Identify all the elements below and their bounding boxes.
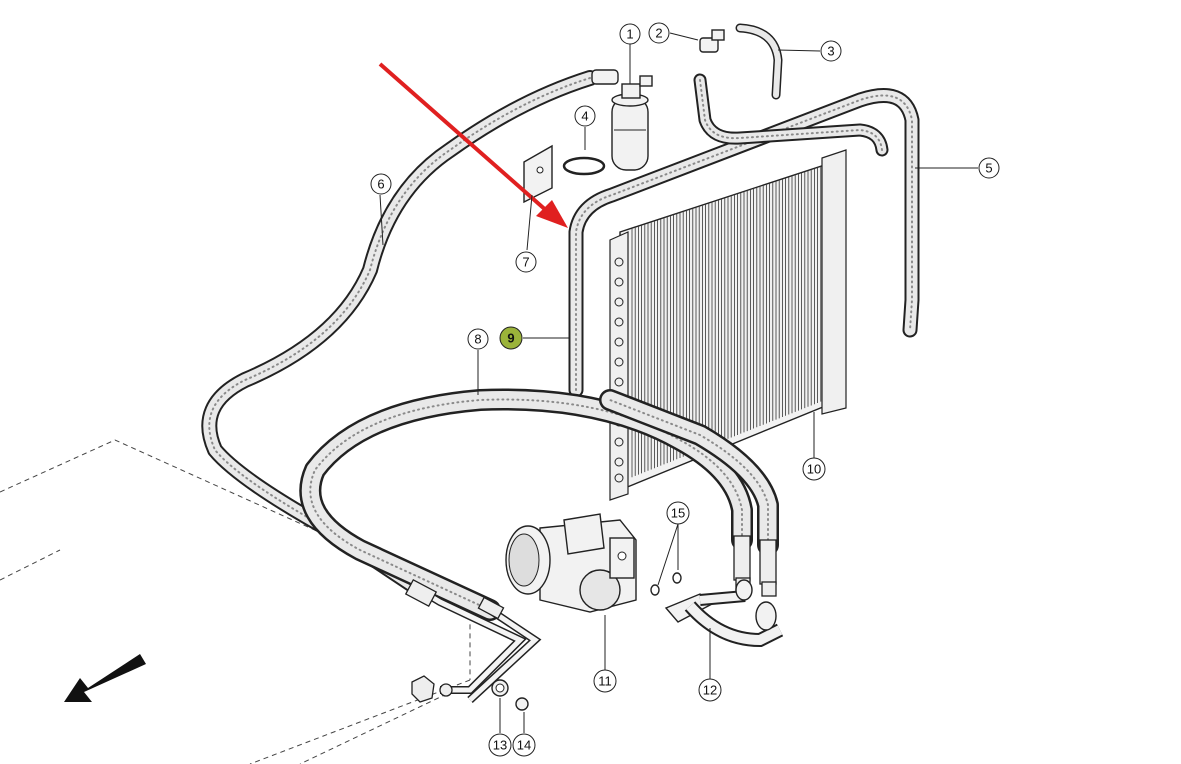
nut bbox=[491, 679, 509, 697]
o-rings bbox=[650, 572, 682, 596]
washer bbox=[515, 697, 529, 711]
svg-text:11: 11 bbox=[598, 674, 612, 689]
callout-3[interactable]: 3 bbox=[820, 40, 842, 62]
direction-arrow-icon bbox=[64, 654, 146, 702]
callout-5[interactable]: 5 bbox=[978, 157, 1000, 179]
pipe-receiver-to-condenser bbox=[693, 73, 889, 157]
callout-14[interactable]: 14 bbox=[512, 733, 536, 757]
red-pointer-arrow bbox=[378, 62, 568, 228]
callouts: 1 2 3 4 5 6 7 8 9 10 11 12 13 14 15 bbox=[370, 22, 1000, 757]
svg-text:5: 5 bbox=[985, 161, 992, 176]
callout-13[interactable]: 13 bbox=[488, 733, 512, 757]
callout-6[interactable]: 6 bbox=[370, 173, 392, 195]
hose-8-connectors bbox=[733, 535, 777, 597]
hose-6 bbox=[201, 70, 598, 598]
condenser-tube-bends bbox=[614, 257, 624, 483]
pressure-switch bbox=[699, 29, 725, 53]
hose-3 bbox=[735, 23, 783, 100]
hose-condenser-outlet bbox=[599, 389, 779, 556]
clamp bbox=[562, 156, 606, 176]
svg-text:2: 2 bbox=[655, 26, 662, 41]
svg-text:6: 6 bbox=[377, 177, 384, 192]
hose-5 bbox=[568, 88, 920, 398]
callout-2[interactable]: 2 bbox=[648, 22, 670, 44]
callout-12[interactable]: 12 bbox=[698, 678, 722, 702]
svg-text:8: 8 bbox=[474, 332, 481, 347]
callout-4[interactable]: 4 bbox=[574, 105, 596, 127]
svg-text:15: 15 bbox=[671, 506, 685, 521]
svg-text:14: 14 bbox=[517, 738, 531, 753]
chassis-outline bbox=[0, 439, 471, 764]
fitting-block bbox=[664, 579, 784, 648]
hose-8 bbox=[299, 388, 753, 621]
callout-9[interactable]: 9 bbox=[499, 326, 523, 350]
compressor bbox=[505, 513, 637, 613]
callout-7[interactable]: 7 bbox=[515, 251, 537, 273]
callout-15[interactable]: 15 bbox=[666, 501, 690, 525]
leader-lines bbox=[379, 32, 978, 733]
svg-text:13: 13 bbox=[493, 738, 507, 753]
callout-8[interactable]: 8 bbox=[467, 328, 489, 350]
svg-text:12: 12 bbox=[703, 683, 717, 698]
callout-11[interactable]: 11 bbox=[593, 669, 617, 693]
svg-text:10: 10 bbox=[807, 462, 821, 477]
svg-text:3: 3 bbox=[827, 44, 834, 59]
svg-text:1: 1 bbox=[626, 27, 633, 42]
svg-text:9: 9 bbox=[507, 331, 514, 346]
svg-text:4: 4 bbox=[581, 109, 588, 124]
callout-10[interactable]: 10 bbox=[802, 457, 826, 481]
hose-end-fittings bbox=[404, 578, 542, 703]
receiver-drier bbox=[591, 69, 653, 171]
svg-text:7: 7 bbox=[522, 255, 529, 270]
callout-1[interactable]: 1 bbox=[619, 23, 641, 45]
